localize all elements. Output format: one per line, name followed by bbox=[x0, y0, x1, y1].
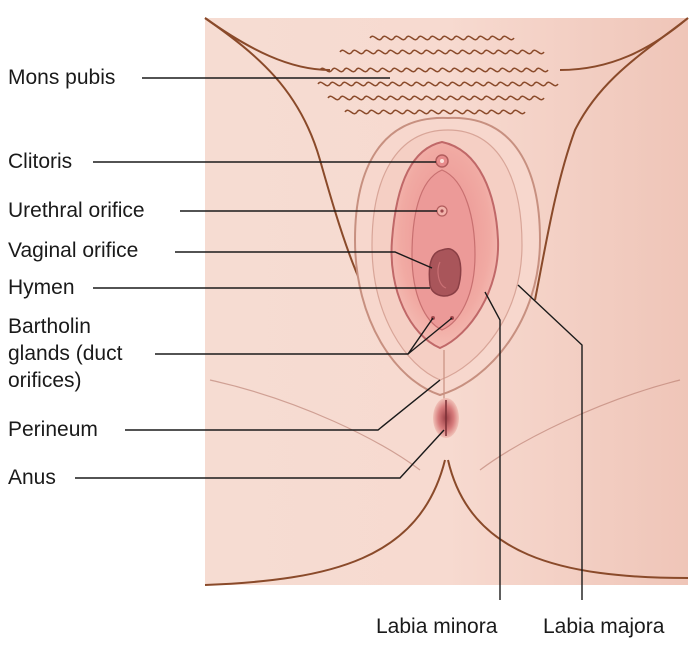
leader-vaginal bbox=[175, 251, 433, 269]
pubic-hair bbox=[317, 35, 559, 115]
label-bartholin-line1: Bartholin bbox=[8, 315, 91, 338]
label-labia-minora: Labia minora bbox=[376, 615, 498, 638]
leader-lines bbox=[75, 77, 583, 600]
label-labia-majora: Labia majora bbox=[543, 615, 665, 638]
leader-labia-majora bbox=[517, 284, 583, 600]
label-mons-pubis: Mons pubis bbox=[8, 66, 116, 89]
top-outline bbox=[204, 17, 689, 71]
leader-anus bbox=[75, 429, 445, 479]
label-clitoris: Clitoris bbox=[8, 150, 73, 173]
label-bartholin-line3: orifices) bbox=[8, 369, 82, 392]
label-vaginal-orifice: Vaginal orifice bbox=[8, 239, 139, 262]
leader-labia-minora bbox=[484, 291, 501, 600]
leader-bartholin-2 bbox=[407, 317, 453, 355]
vaginal-orifice-mark bbox=[428, 247, 462, 297]
label-anus: Anus bbox=[8, 466, 56, 489]
label-bartholin-line2: glands (duct bbox=[8, 342, 123, 365]
inner-thigh-line-right bbox=[479, 379, 681, 471]
inner-thigh-line-left bbox=[209, 379, 421, 471]
label-hymen: Hymen bbox=[8, 276, 75, 299]
label-perineum: Perineum bbox=[8, 418, 98, 441]
label-urethral-orifice: Urethral orifice bbox=[8, 199, 145, 222]
leader-perineum bbox=[125, 379, 441, 431]
right-thigh-outline bbox=[534, 17, 689, 301]
buttock-crease-right bbox=[447, 459, 689, 579]
buttock-crease-left bbox=[204, 459, 446, 586]
